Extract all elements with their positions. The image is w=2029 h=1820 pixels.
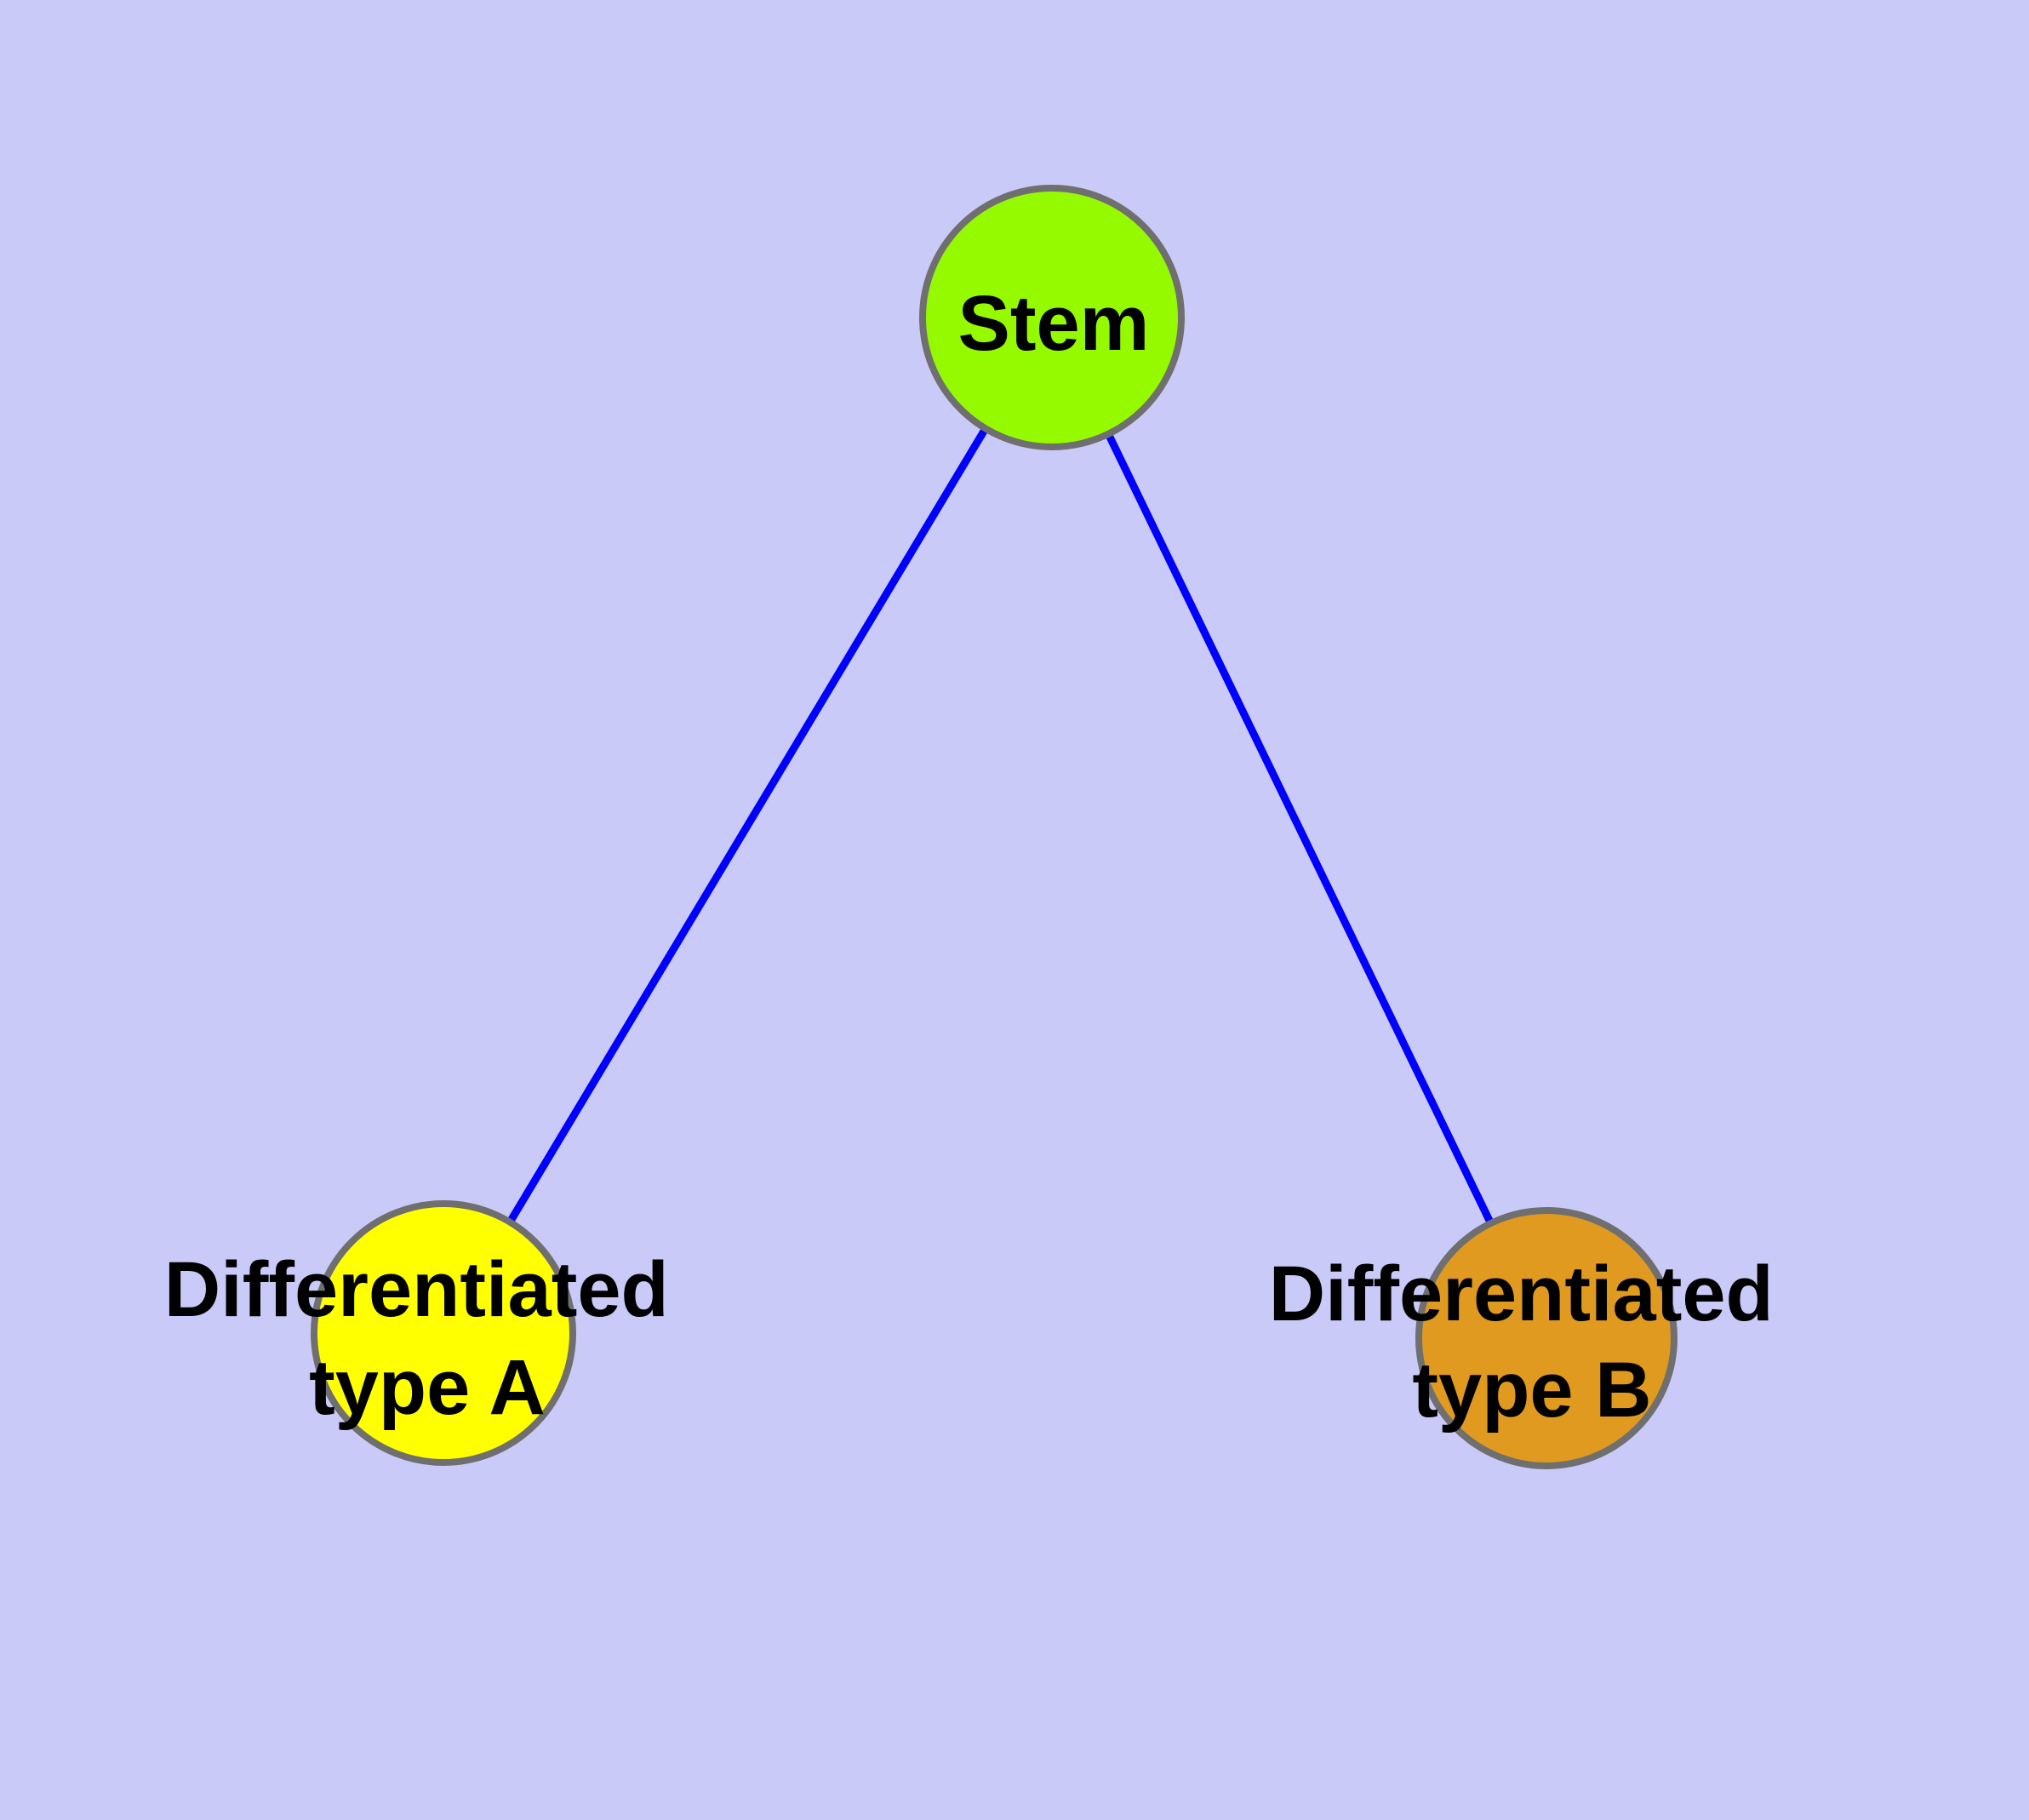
node-type-a-label-line2: type A xyxy=(309,1344,546,1431)
node-type-a-label: Differentiated type A xyxy=(164,1246,691,1431)
node-type-a xyxy=(311,1200,576,1466)
node-stem-label: Stem xyxy=(958,280,1150,367)
edge-stem-to-type-a xyxy=(440,315,1055,1336)
node-type-b-label: Differentiated type B xyxy=(1269,1251,1796,1434)
node-type-b-label-line1: Differentiated xyxy=(1269,1251,1774,1337)
node-type-b xyxy=(1415,1207,1677,1469)
node-type-b-label-line2: type B xyxy=(1412,1347,1651,1434)
node-type-a-label-line1: Differentiated xyxy=(164,1246,669,1333)
edge-stem-to-type-b xyxy=(1048,316,1551,1340)
node-stem xyxy=(919,185,1185,450)
